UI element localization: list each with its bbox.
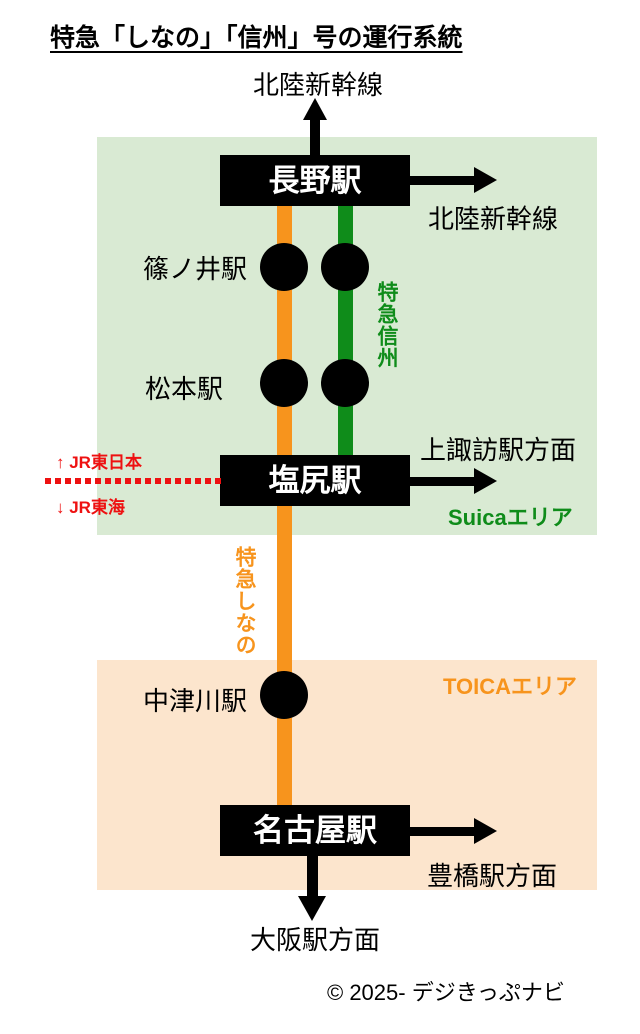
jr-boundary-dotted-line — [45, 478, 222, 484]
right-arrow-icon-nagoya — [410, 818, 497, 844]
toica-area-label: TOICAエリア — [443, 674, 578, 699]
hokuriku-shinkansen-right-label: 北陸新幹線 — [428, 204, 559, 234]
station-label-shinonoi: 篠ノ井駅 — [143, 254, 248, 284]
station-box-shiojiri: 塩尻駅 — [220, 455, 410, 506]
station-label-nakatsugawa: 中津川駅 — [143, 686, 248, 716]
station-box-nagano: 長野駅 — [220, 155, 410, 206]
station-dot-shinonoi-shinano — [260, 243, 308, 291]
jr-central-label: ↓ JR東海 — [56, 498, 125, 517]
shinshu-service-label: 特急信州 — [375, 281, 398, 369]
down-arrow-icon — [298, 856, 326, 921]
copyright-text: © 2025- デジきっぷナビ — [327, 980, 565, 1005]
hokuriku-shinkansen-up-label: 北陸新幹線 — [253, 70, 384, 100]
station-dot-matsumoto-shinshu — [321, 359, 369, 407]
right-arrow-icon-shiojiri — [410, 468, 497, 494]
station-dot-nakatsugawa — [260, 671, 308, 719]
suica-area-label: Suicaエリア — [448, 505, 573, 530]
station-dot-matsumoto-shinano — [260, 359, 308, 407]
shinano-service-label: 特急しなの — [233, 546, 256, 656]
toyohashi-direction-label: 豊橋駅方面 — [427, 861, 558, 891]
up-arrow-icon — [303, 98, 327, 157]
jr-east-label: ↑ JR東日本 — [56, 453, 142, 472]
station-dot-shinonoi-shinshu — [321, 243, 369, 291]
station-label-matsumoto: 松本駅 — [145, 374, 224, 404]
station-box-nagoya: 名古屋駅 — [220, 805, 410, 856]
kamisuwa-direction-label: 上諏訪駅方面 — [420, 435, 577, 465]
page-title: 特急「しなの」「信州」号の運行系統 — [50, 24, 463, 52]
osaka-direction-label: 大阪駅方面 — [250, 925, 381, 955]
right-arrow-icon-nagano — [410, 167, 497, 193]
